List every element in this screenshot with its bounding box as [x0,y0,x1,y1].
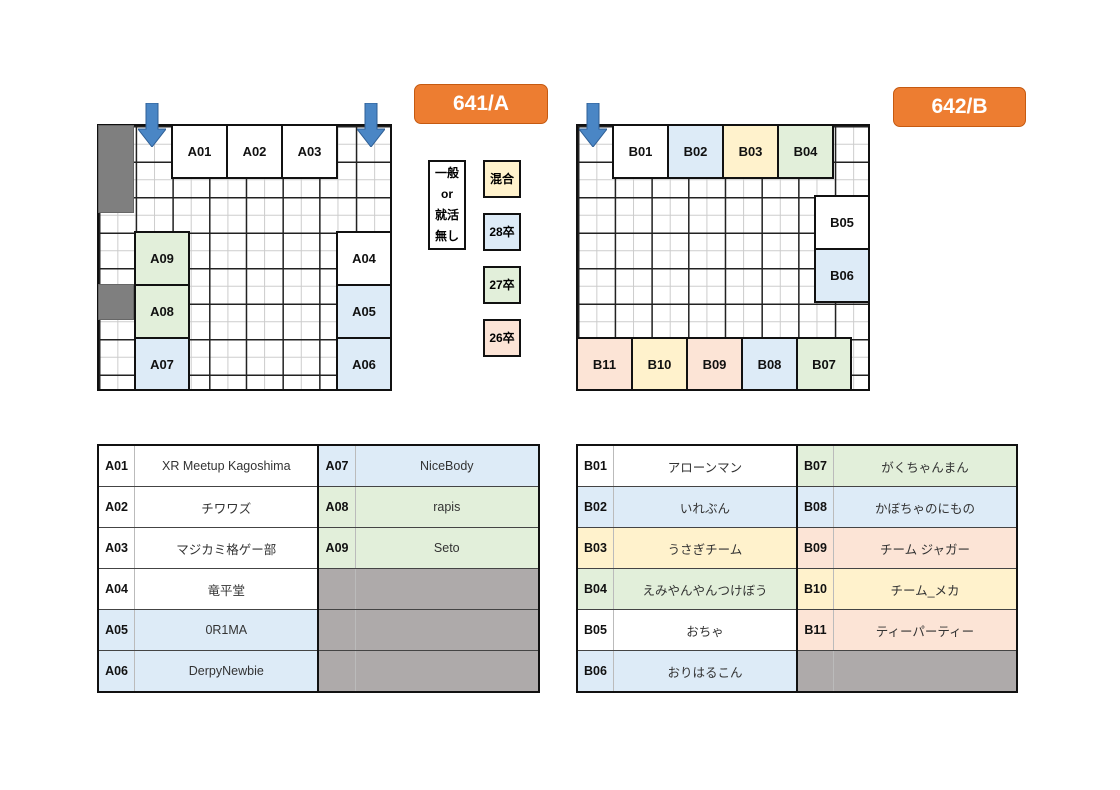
booth-b09[interactable]: B09 [686,337,743,391]
booth-code: A09 [317,527,356,569]
booth-a02[interactable]: A02 [226,124,283,179]
team-name: rapis [354,486,540,528]
team-name: いれぶん [613,486,798,528]
entrance-arrow-icon [357,103,385,147]
booth-b06[interactable]: B06 [814,248,870,303]
booth-code: A04 [97,568,136,610]
blocked-area [98,125,134,213]
team-name: がくちゃんまん [833,444,1018,487]
booth-code: B09 [796,527,834,569]
team-name: かぼちゃのにもの [833,486,1018,528]
booth-code [317,609,356,651]
booth-code: B08 [796,486,834,528]
team-name: チーム ジャガー [833,527,1018,569]
booth-code: A03 [97,527,136,569]
booth-a04[interactable]: A04 [336,231,392,286]
team-name: うさぎチーム [613,527,798,569]
booth-b05[interactable]: B05 [814,195,870,250]
team-name: チーム_メカ [833,568,1018,610]
team-name: 竜平堂 [134,568,319,610]
legend-mixed: 混合 [483,160,521,198]
legend-26: 26卒 [483,319,521,357]
booth-a03[interactable]: A03 [281,124,338,179]
booth-code: A06 [97,650,136,693]
booth-a08[interactable]: A08 [134,284,190,339]
team-name [833,650,1018,693]
room-label-641a: 641/A [414,84,548,124]
booth-code [317,568,356,610]
booth-code: B07 [796,444,834,487]
entrance-arrow-icon [138,103,166,147]
booth-code: A07 [317,444,356,487]
booth-b03[interactable]: B03 [722,124,779,179]
booth-code [317,650,356,693]
booth-code: B11 [796,609,834,651]
legend-general-line: or [441,187,453,201]
legend-general-line: 一般 [434,166,459,180]
team-name [354,650,540,693]
booth-b07[interactable]: B07 [796,337,852,391]
booth-a07[interactable]: A07 [134,337,190,391]
booth-a05[interactable]: A05 [336,284,392,339]
legend-28: 28卒 [483,213,521,251]
legend-27: 27卒 [483,266,521,304]
booth-code: A05 [97,609,136,651]
booth-code: B04 [576,568,614,610]
team-name: ティーパーティー [833,609,1018,651]
team-name: おりはるこん [613,650,798,693]
entrance-arrow-icon [579,103,607,147]
team-name: アローンマン [613,444,798,487]
team-name: DerpyNewbie [134,650,319,693]
booth-code: B10 [796,568,834,610]
team-name: NiceBody [354,444,540,487]
booth-b01[interactable]: B01 [612,124,669,179]
team-name: 0R1MA [134,609,319,651]
booth-code: B05 [576,609,614,651]
team-name: えみやんやんつけぼう [613,568,798,610]
team-name: XR Meetup Kagoshima [134,444,319,487]
booth-b08[interactable]: B08 [741,337,798,391]
booth-code: B03 [576,527,614,569]
legend-general: 一般 or 就活 無し [428,160,466,250]
blocked-area [98,284,134,320]
booth-code [796,650,834,693]
booth-b02[interactable]: B02 [667,124,724,179]
team-name: Seto [354,527,540,569]
booth-code: B06 [576,650,614,693]
booth-a01[interactable]: A01 [171,124,228,179]
booth-code: A08 [317,486,356,528]
booth-code: B01 [576,444,614,487]
booth-code: B02 [576,486,614,528]
booth-a06[interactable]: A06 [336,337,392,391]
booth-b04[interactable]: B04 [777,124,834,179]
team-name [354,609,540,651]
room-label-642b: 642/B [893,87,1026,127]
team-name: マジカミ格ゲー部 [134,527,319,569]
booth-b11[interactable]: B11 [576,337,633,391]
legend-general-line: 就活 [434,208,459,222]
booth-b10[interactable]: B10 [631,337,688,391]
team-name: おちゃ [613,609,798,651]
booth-code: A02 [97,486,136,528]
legend-general-line: 無し [434,229,459,243]
team-name: チワワズ [134,486,319,528]
booth-a09[interactable]: A09 [134,231,190,286]
team-name [354,568,540,610]
booth-code: A01 [97,444,136,487]
